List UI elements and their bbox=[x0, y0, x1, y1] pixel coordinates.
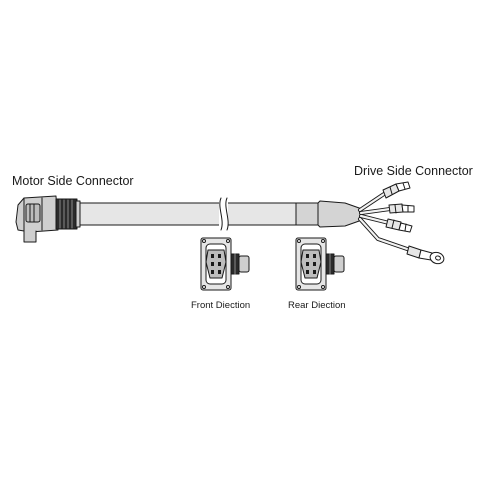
ferrule-terminal-1 bbox=[382, 181, 411, 199]
front-direction-connector bbox=[200, 237, 250, 291]
cable-break-mark bbox=[219, 197, 229, 231]
drive-side-connector-label: Drive Side Connector bbox=[354, 164, 473, 178]
ferrule-terminal-3 bbox=[385, 218, 413, 233]
ferrule-terminal-2 bbox=[388, 203, 415, 214]
drive-side-wires bbox=[358, 192, 412, 252]
rear-direction-connector bbox=[295, 237, 345, 291]
motor-side-connector-label: Motor Side Connector bbox=[12, 174, 134, 188]
ring-terminal bbox=[406, 245, 445, 265]
heat-shrink-sleeve bbox=[295, 200, 363, 228]
rear-direction-label: Rear Diection bbox=[288, 300, 346, 311]
motor-side-connector bbox=[15, 195, 81, 243]
front-direction-label: Front Diection bbox=[191, 300, 251, 311]
cable-body bbox=[77, 202, 297, 226]
